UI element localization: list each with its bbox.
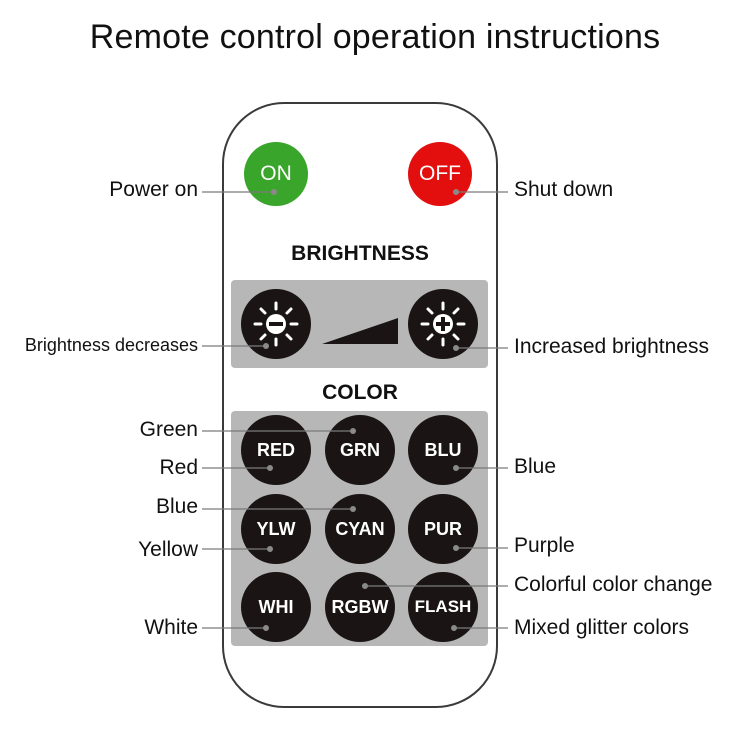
cyan-button-label: CYAN (335, 518, 385, 539)
callout-power-on: Power on (109, 178, 198, 201)
callout-green: Green (139, 418, 198, 441)
purple-button-label: PUR (423, 518, 462, 539)
callout-colorful-color-change: Colorful color change (514, 573, 713, 596)
callout-yellow: Yellow (138, 538, 198, 561)
off-button-label: OFF (419, 162, 461, 185)
green-button[interactable]: GRN (325, 415, 395, 485)
white-button[interactable]: WHI (241, 572, 311, 642)
yellow-button-label: YLW (256, 518, 296, 539)
callout-white: White (144, 616, 198, 639)
yellow-button[interactable]: YLW (241, 494, 311, 564)
purple-button[interactable]: PUR (408, 494, 478, 564)
flash-button[interactable]: FLASH (408, 572, 478, 642)
callout-blue-right: Blue (514, 455, 557, 478)
rgbw-button-label: RGBW (331, 596, 389, 617)
brightness-down-button[interactable] (241, 289, 311, 359)
callout-red: Red (159, 456, 198, 479)
blue-button-label: BLU (424, 439, 462, 460)
callout-brightness-decreases: Brightness decreases (24, 335, 198, 355)
on-button-label: ON (260, 162, 292, 185)
page-title: Remote control operation instructions (89, 18, 661, 56)
off-button[interactable]: OFF (408, 142, 472, 206)
sun-plus-icon (420, 301, 466, 347)
callout-increased-brightness: Increased brightness (514, 335, 709, 358)
brightness-up-button[interactable] (408, 289, 478, 359)
callout-mixed-glitter-colors: Mixed glitter colors (514, 616, 690, 639)
flash-button-label: FLASH (414, 597, 472, 616)
on-button[interactable]: ON (244, 142, 308, 206)
red-button[interactable]: RED (241, 415, 311, 485)
white-button-label: WHI (258, 596, 294, 617)
callout-blue-left: Blue (155, 495, 198, 518)
rgbw-button[interactable]: RGBW (325, 572, 395, 642)
red-button-label: RED (256, 439, 295, 460)
sun-minus-icon (253, 301, 299, 347)
blue-button[interactable]: BLU (408, 415, 478, 485)
callout-purple: Purple (514, 534, 575, 557)
callout-shut-down: Shut down (514, 178, 614, 201)
green-button-label: GRN (340, 439, 380, 460)
brightness-ramp-icon (322, 318, 398, 344)
brightness-heading: BRIGHTNESS (291, 242, 429, 265)
cyan-button[interactable]: CYAN (325, 494, 395, 564)
color-heading: COLOR (322, 381, 398, 404)
